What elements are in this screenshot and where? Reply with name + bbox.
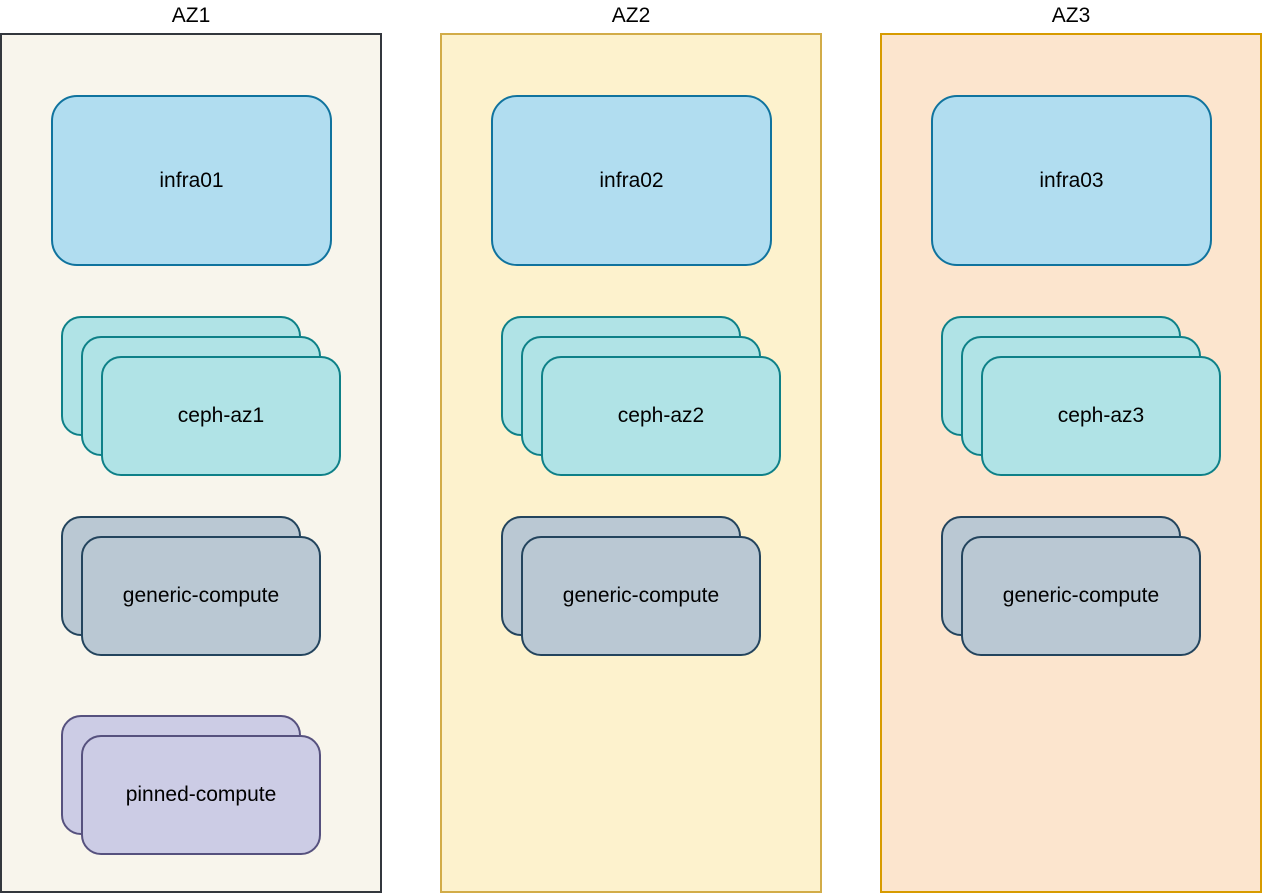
node-stack-ceph-az2: ceph-az2 bbox=[501, 316, 781, 476]
zone-box-az1: infra01 ceph-az1 generic-compute pinned-… bbox=[0, 33, 382, 893]
node-stack-pinned-compute-az1: pinned-compute bbox=[61, 715, 321, 855]
zone-column-az2: AZ2 infra02 ceph-az2 generic-compute bbox=[440, 0, 822, 896]
zone-box-az2: infra02 ceph-az2 generic-compute bbox=[440, 33, 822, 893]
zone-column-az1: AZ1 infra01 ceph-az1 generic-compute bbox=[0, 0, 382, 896]
node-stack-generic-compute-az3: generic-compute bbox=[941, 516, 1201, 656]
node-label-infra02: infra02 bbox=[599, 168, 664, 192]
node-infra01: infra01 bbox=[51, 95, 332, 266]
stack-layer-front: ceph-az2 bbox=[541, 356, 781, 476]
zone-title-az1: AZ1 bbox=[171, 4, 211, 27]
node-label-generic-compute-az3: generic-compute bbox=[1002, 584, 1160, 607]
zone-column-az3: AZ3 infra03 ceph-az3 generic-compute bbox=[880, 0, 1262, 896]
node-label-infra01: infra01 bbox=[159, 168, 224, 192]
node-infra03: infra03 bbox=[931, 95, 1212, 266]
stack-layer-front: generic-compute bbox=[521, 536, 761, 656]
zone-title-az2: AZ2 bbox=[611, 4, 651, 27]
node-label-pinned-compute-az1: pinned-compute bbox=[125, 783, 277, 806]
node-stack-ceph-az3: ceph-az3 bbox=[941, 316, 1221, 476]
node-label-generic-compute-az2: generic-compute bbox=[562, 584, 720, 607]
node-stack-ceph-az1: ceph-az1 bbox=[61, 316, 341, 476]
stack-layer-front: generic-compute bbox=[961, 536, 1201, 656]
stack-layer-front: ceph-az3 bbox=[981, 356, 1221, 476]
zone-box-az3: infra03 ceph-az3 generic-compute bbox=[880, 33, 1262, 893]
node-label-ceph-az1: ceph-az1 bbox=[177, 404, 265, 427]
node-label-generic-compute-az1: generic-compute bbox=[122, 584, 280, 607]
node-stack-generic-compute-az1: generic-compute bbox=[61, 516, 321, 656]
node-stack-generic-compute-az2: generic-compute bbox=[501, 516, 761, 656]
node-label-ceph-az3: ceph-az3 bbox=[1057, 404, 1145, 427]
node-label-infra03: infra03 bbox=[1039, 168, 1104, 192]
stack-layer-front: generic-compute bbox=[81, 536, 321, 656]
stack-layer-front: ceph-az1 bbox=[101, 356, 341, 476]
node-label-ceph-az2: ceph-az2 bbox=[617, 404, 705, 427]
stack-layer-front: pinned-compute bbox=[81, 735, 321, 855]
node-infra02: infra02 bbox=[491, 95, 772, 266]
zone-title-az3: AZ3 bbox=[1051, 4, 1091, 27]
